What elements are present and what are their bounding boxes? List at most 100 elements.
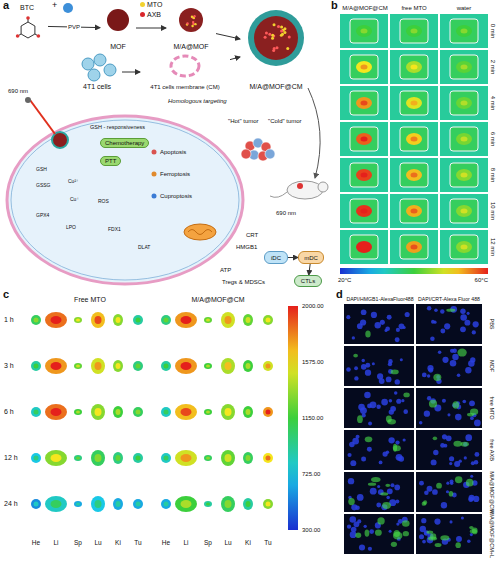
nucleus-stain [387, 315, 392, 320]
nucleus-stain [381, 399, 388, 406]
organ-core [34, 502, 39, 507]
thermal-core [361, 137, 368, 142]
thermal-image [440, 122, 488, 156]
organ-core [246, 317, 251, 323]
organ-core [136, 410, 141, 415]
node-text: mDC [304, 255, 318, 261]
organ-core [206, 411, 210, 414]
nucleus-stain [420, 526, 426, 532]
organ-fluorescence [45, 358, 67, 374]
nucleus-stain [422, 373, 427, 378]
thermal-spot [456, 205, 472, 217]
nucleus-stain [470, 475, 473, 478]
organ-core [51, 362, 62, 370]
nucleus-stain [389, 409, 394, 414]
nucleus-stain [367, 447, 372, 452]
nucleus-stain [427, 374, 430, 377]
text-label: 300.00 [302, 527, 320, 533]
mouse-body [287, 181, 323, 199]
thermal-core [411, 65, 418, 70]
organ-core [225, 454, 232, 462]
organ-core [116, 455, 121, 461]
marker-stain [446, 309, 455, 312]
nucleus-stain [456, 536, 462, 542]
nucleus-stain [396, 328, 400, 332]
text-label: 6 h [4, 408, 14, 415]
nucleus-stain [470, 357, 475, 362]
nucleus-stain [427, 486, 433, 492]
organ-fluorescence [113, 314, 123, 326]
thermal-mouse [450, 163, 478, 187]
text-label: 1 h [4, 316, 14, 323]
text-label: Apoptosis [160, 149, 186, 155]
text-label: Sp [204, 540, 212, 547]
organ-core [181, 408, 192, 416]
nucleus-stain [461, 516, 464, 519]
marker-stain [386, 416, 392, 423]
thermal-core [361, 173, 368, 178]
nucleus-stain [434, 518, 440, 524]
nucleus-stain [354, 366, 358, 370]
marker-stain [435, 543, 442, 547]
drug-dot [271, 37, 274, 40]
marker-stain [403, 531, 409, 536]
connector-arrow [122, 72, 140, 73]
thermal-core [411, 245, 418, 250]
drug-dot [280, 30, 283, 33]
thermal-core [411, 101, 418, 106]
text-label: 725.00 [302, 471, 320, 477]
text-label: Tu [134, 540, 141, 547]
nucleus-stain [401, 399, 404, 402]
organ-core [34, 456, 39, 461]
text-label: 12 h [4, 454, 18, 461]
text-label: GSSG [36, 183, 50, 188]
nucleus-stain [462, 400, 466, 404]
organ-fluorescence [221, 496, 235, 512]
nucleus-stain [447, 413, 450, 416]
thermal-spot [356, 205, 372, 217]
organ-fluorescence [74, 455, 82, 461]
organ-fluorescence [45, 404, 67, 420]
nucleus-stain [354, 376, 358, 380]
thermal-mouse [450, 235, 478, 259]
organ-fluorescence [263, 315, 273, 325]
marker-stain [353, 354, 358, 358]
drug-dot [277, 25, 280, 28]
nucleus-stain [434, 308, 438, 312]
nucleus-stain [361, 456, 366, 461]
organ-core [34, 410, 39, 415]
organ-core [51, 316, 62, 324]
thermal-spot [406, 205, 422, 217]
pathway-dot [152, 150, 157, 155]
nucleus-stain [370, 401, 377, 408]
organ-fluorescence [74, 317, 82, 323]
text-label: 1575.00 [302, 359, 324, 365]
text-label: free AXB [488, 439, 494, 461]
text-label: CRT [246, 232, 258, 238]
nucleus-stain [388, 437, 394, 443]
marker-stain [472, 528, 478, 535]
color-bar [340, 268, 488, 274]
thermal-spot [406, 133, 422, 145]
thermal-mouse [350, 127, 378, 151]
text-label: 2000.00 [302, 303, 324, 309]
text-label: ROS [98, 199, 109, 204]
thermal-mouse [400, 91, 428, 115]
therapy-pill: mDC [298, 251, 324, 264]
text-label: Tregs & MDSCs [222, 279, 265, 285]
connector-arrow [288, 257, 298, 258]
nucleus-stain [440, 329, 445, 334]
text-label: Ferroptosis [160, 171, 190, 177]
nucleus-stain [355, 505, 360, 510]
nucleus-stain [446, 482, 449, 485]
text-label: 60°C [475, 277, 488, 283]
organ-fluorescence [113, 452, 123, 464]
nucleus-stain [440, 309, 444, 313]
drug-dot [286, 47, 289, 50]
drug-dot [194, 23, 196, 25]
nucleus-stain [368, 547, 372, 551]
organ-fluorescence [31, 499, 41, 509]
thermal-core [361, 101, 368, 106]
text-label: 24 h [4, 500, 18, 507]
text-label: Ki [245, 540, 251, 547]
